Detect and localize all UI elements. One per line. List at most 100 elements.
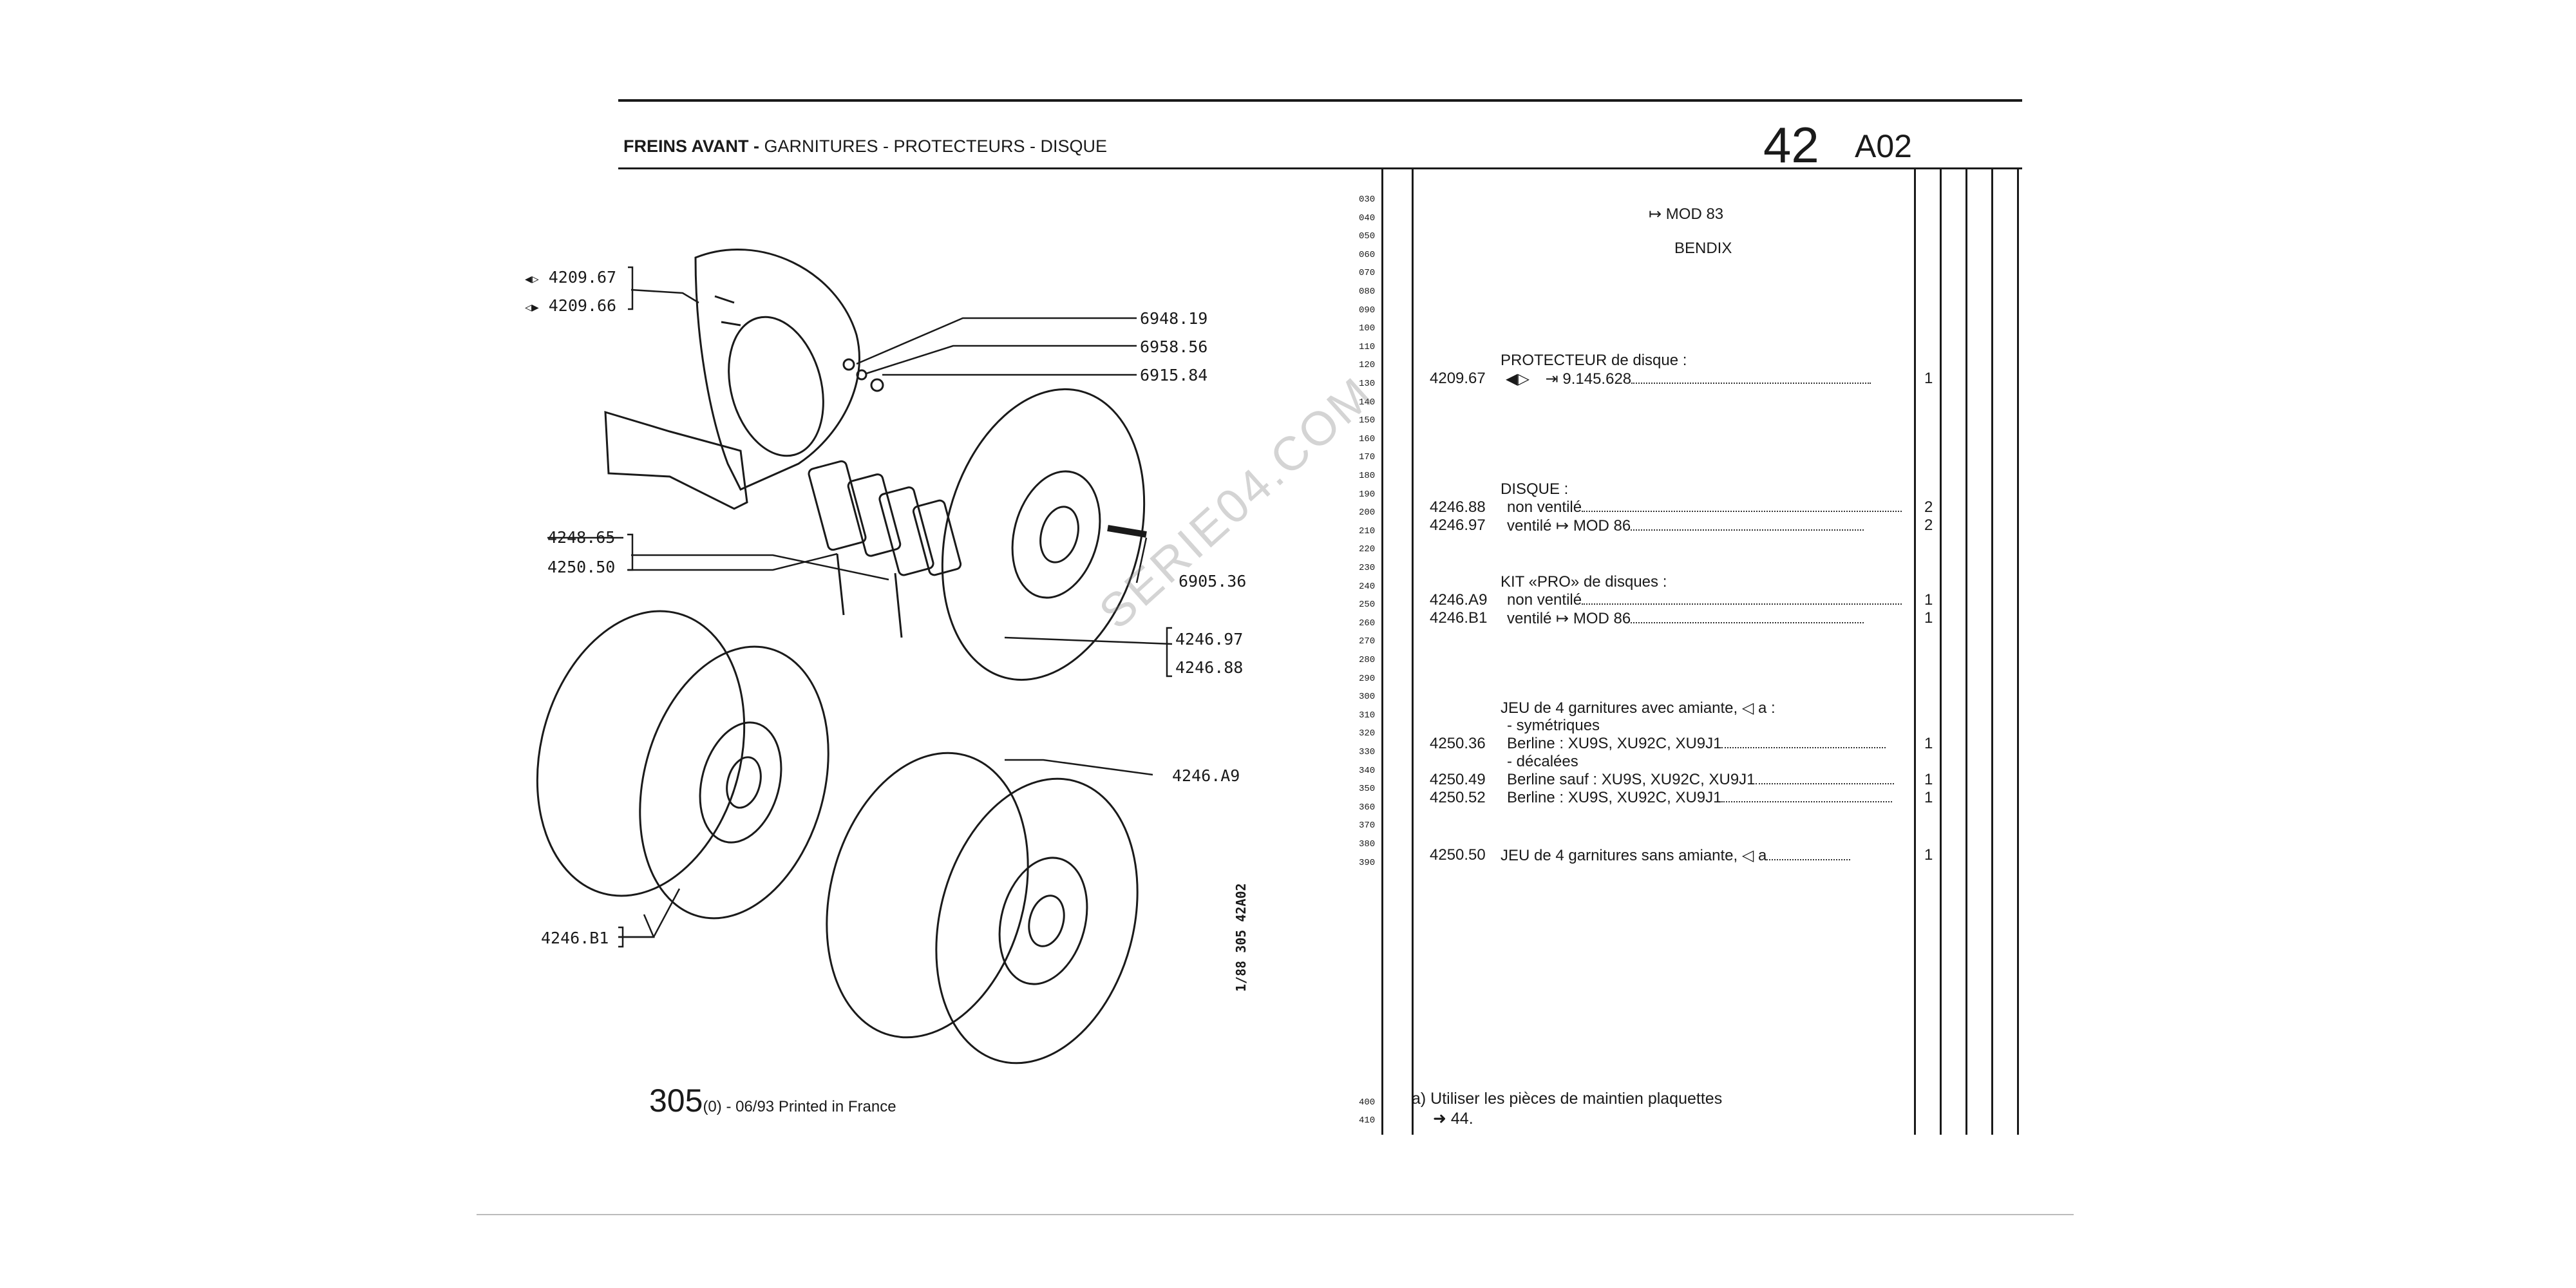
label-bracket-4209 — [628, 266, 634, 310]
disque-2-desc: ventilé ↦ MOD 86 — [1507, 516, 1864, 535]
line-number: 410 — [1359, 1115, 1376, 1126]
jeu-2-desc: Berline sauf : XU9S, XU92C, XU9J1 — [1507, 771, 1894, 789]
line-number: 070 — [1359, 268, 1376, 279]
jeu-3-qty: 1 — [1924, 789, 1933, 806]
label-4209-67: ◀▷ 4209.67 — [525, 268, 616, 287]
protecteur-desc: ◀▷ ⇥ 9.145.628 — [1506, 370, 1871, 388]
left-pointer-icon: ◁ — [1741, 699, 1754, 717]
footer-model: 305 — [649, 1083, 703, 1119]
right-arrow-icon: ➜ — [1433, 1110, 1446, 1128]
header-bottom-rule — [618, 167, 2022, 169]
table-rule-6 — [1991, 169, 1993, 1135]
table-rule-5 — [1965, 169, 1967, 1135]
label-4246-88: 4246.88 — [1175, 658, 1244, 677]
footnote-line-2: ➜ 44. — [1433, 1109, 1473, 1128]
line-number: 040 — [1359, 213, 1376, 223]
line-number: 200 — [1359, 507, 1376, 518]
table-rule-7 — [2017, 169, 2019, 1135]
line-number: 400 — [1359, 1097, 1376, 1108]
line-number: 170 — [1359, 452, 1376, 463]
jeu-1-ref: 4250.36 — [1430, 735, 1486, 752]
double-arrow-icon: ◀▷ — [525, 272, 539, 286]
line-number: 340 — [1359, 765, 1376, 776]
brand-label: BENDIX — [1674, 240, 1732, 257]
arrow-end-icon: ⇥ — [1545, 370, 1558, 388]
kit-1-desc: non ventilé — [1507, 591, 1902, 609]
jeu-heading-suffix: a : — [1758, 699, 1776, 717]
line-number: 160 — [1359, 433, 1376, 444]
disque-2-qty: 2 — [1924, 516, 1933, 534]
line-number: 030 — [1359, 194, 1376, 205]
line-number: 300 — [1359, 692, 1376, 703]
double-arrow-icon: ◁▶ — [525, 301, 539, 314]
vertical-reference-code: 1/88 305 42A02 — [1233, 883, 1249, 992]
footnote-line-2-text: 44. — [1450, 1110, 1473, 1128]
line-number: 380 — [1359, 839, 1376, 849]
jeu-heading-text: JEU de 4 garnitures avec amiante, — [1501, 699, 1738, 717]
double-arrow-icon: ◀▷ — [1506, 370, 1530, 388]
protecteur-ref: 4209.67 — [1430, 370, 1486, 387]
line-number: 250 — [1359, 600, 1376, 611]
mod83-label: ↦ MOD 83 — [1649, 205, 1723, 223]
line-number: 140 — [1359, 397, 1376, 408]
line-number: 060 — [1359, 249, 1376, 260]
label-bracket-4246b1 — [618, 926, 624, 948]
label-6905-36: 6905.36 — [1179, 572, 1247, 591]
table-rule-3 — [1914, 169, 1916, 1135]
kit-1-ref: 4246.A9 — [1430, 591, 1488, 609]
line-number: 230 — [1359, 563, 1376, 573]
line-number: 360 — [1359, 802, 1376, 813]
line-number: 370 — [1359, 820, 1376, 831]
jeu-3-desc: Berline : XU9S, XU92C, XU9J1 — [1507, 789, 1893, 807]
brake-pads — [808, 460, 962, 638]
line-number: 190 — [1359, 489, 1376, 500]
line-number: 350 — [1359, 784, 1376, 795]
label-6958-56: 6958.56 — [1140, 337, 1208, 356]
disque-1-ref: 4246.88 — [1430, 498, 1486, 516]
page-title-bold: FREINS AVANT - — [623, 137, 759, 156]
label-4246-a9: 4246.A9 — [1172, 766, 1240, 785]
label-6948-19: 6948.19 — [1140, 309, 1208, 328]
line-number: 270 — [1359, 636, 1376, 647]
protector-shield — [604, 248, 860, 510]
footnote-line-1: a) Utiliser les pièces de maintien plaqu… — [1412, 1090, 1723, 1108]
disque-2-mod: MOD 86 — [1573, 517, 1631, 535]
jeu-1-desc: Berline : XU9S, XU92C, XU9J1 — [1507, 735, 1886, 753]
kit-disc-pair — [826, 752, 1139, 1065]
label-4209-66-text: 4209.66 — [548, 296, 617, 315]
mod83-text: MOD 83 — [1665, 205, 1724, 223]
jeu-1-qty: 1 — [1924, 735, 1933, 752]
line-number: 320 — [1359, 728, 1376, 739]
leader-lines — [618, 289, 1173, 938]
ventilated-disc-pair — [536, 610, 829, 920]
line-number: 240 — [1359, 581, 1376, 592]
kit-heading: KIT «PRO» de disques : — [1501, 573, 1667, 591]
line-number: 310 — [1359, 710, 1376, 721]
page-title: FREINS AVANT - GARNITURES - PROTECTEURS … — [623, 137, 1107, 156]
label-4246-b1: 4246.B1 — [541, 929, 609, 947]
table-rule-1 — [1381, 169, 1383, 1135]
disque-1-desc: non ventilé — [1507, 498, 1902, 516]
label-bracket-4248 — [627, 533, 634, 571]
jeu-symetriques: - symétriques — [1507, 717, 1600, 734]
footer-rule — [477, 1214, 2074, 1215]
line-number: 280 — [1359, 655, 1376, 665]
jeu-sans-ref: 4250.50 — [1430, 846, 1486, 864]
arrow-start-icon: ↦ — [1649, 205, 1662, 223]
disque-1-qty: 2 — [1924, 498, 1933, 516]
line-number: 210 — [1359, 526, 1376, 536]
label-6915-84: 6915.84 — [1140, 366, 1208, 384]
line-number: 080 — [1359, 287, 1376, 297]
jeu-sans-qty: 1 — [1924, 846, 1933, 864]
jeu-heading: JEU de 4 garnitures avec amiante, ◁ a : — [1501, 699, 1776, 717]
line-number: 260 — [1359, 618, 1376, 629]
protecteur-heading: PROTECTEUR de disque : — [1501, 352, 1687, 369]
kit-2-text: ventilé — [1507, 610, 1552, 627]
jeu-3-text: Berline : XU9S, XU92C, XU9J1 — [1507, 789, 1722, 806]
label-bracket-4246 — [1166, 627, 1172, 677]
jeu-sans-text: JEU de 4 garnitures sans amiante, — [1501, 847, 1738, 864]
line-number: 100 — [1359, 323, 1376, 334]
jeu-decalees: - décalées — [1507, 753, 1578, 770]
left-pointer-icon: ◁ — [1741, 847, 1754, 864]
